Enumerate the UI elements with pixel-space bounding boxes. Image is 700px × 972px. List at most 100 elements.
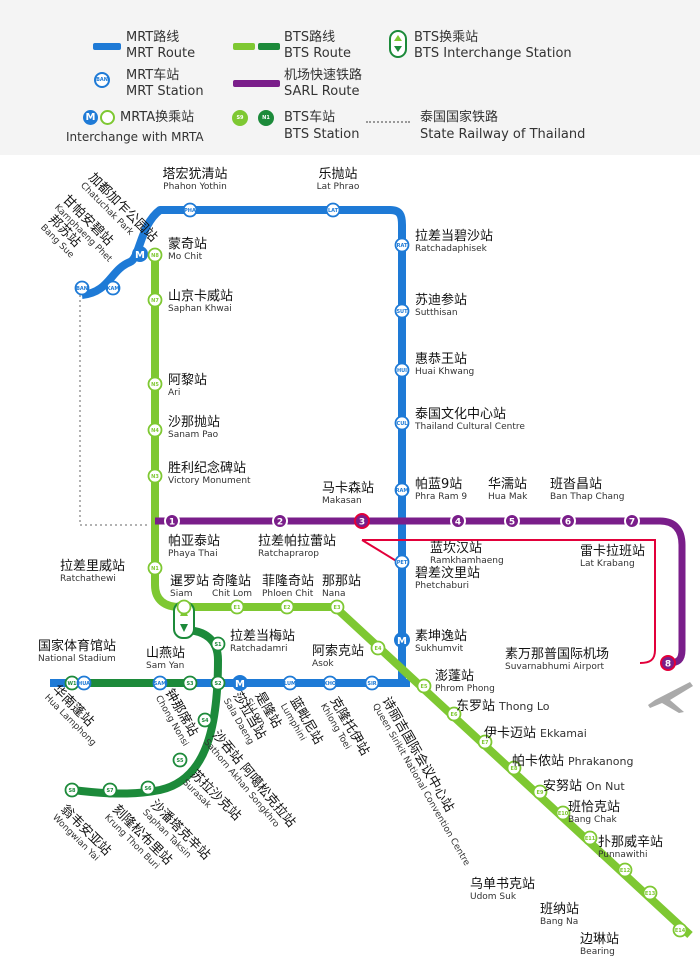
station-marker-phahon[interactable] [182,202,198,218]
legend-mrt-station-zh: MRT车站 [126,68,180,83]
station-code-ratchadamri: S1 [214,642,222,648]
station-marker-bearing[interactable] [672,922,688,938]
station-marker-sathorn[interactable] [197,712,213,728]
station-marker-ratchadaphisek[interactable] [394,237,410,253]
station-marker-huaikhwang[interactable] [394,362,410,378]
station-name-zh-sathorn: 沙吞站 阿噶松克拉站 [209,728,298,830]
station-code-lumphini: LUM [284,681,296,687]
station-code-victory: N3 [151,474,159,480]
station-marker-bangchak[interactable] [555,805,571,821]
station-marker-ari[interactable] [147,376,163,392]
station-marker-saphankhwai[interactable] [147,292,163,308]
station-name-en-bangchak: Bang Chak [568,815,617,825]
station-name-zh-bangchak: 班恰克站 [568,800,620,815]
station-code-culture: CUL [397,421,409,427]
station-name-en-sanampao: Sanam Pao [168,430,219,440]
station-marker-samyan[interactable] [152,675,168,691]
sarl-station-number-6: 6 [565,518,571,528]
station-marker-sanampao[interactable] [147,422,163,438]
sarl-station-1[interactable] [164,513,180,529]
sarl-station-number-5: 5 [509,518,515,528]
station-marker-phloenchit[interactable] [279,599,295,615]
sarl-station-8[interactable] [660,655,676,671]
station-marker-queensirikit[interactable] [364,675,380,691]
sarl-station-6[interactable] [560,513,576,529]
station-name-en-saphankhwai: Saphan Khwai [168,304,232,314]
station-name-en-ratchadaphisek: Ratchadaphisek [415,244,488,254]
station-marker-chongnonsi[interactable] [182,675,198,691]
station-marker-victory[interactable] [147,468,163,484]
station-marker-rama9[interactable] [394,482,410,498]
sarl-route-swatch [233,80,280,87]
station-marker-latphrao[interactable] [325,202,341,218]
station-code-ari: N5 [151,382,159,388]
station-marker-sutthisan[interactable] [394,303,410,319]
legend-mrt-route-zh: MRT路线 [126,30,180,45]
station-marker-phetchaburi[interactable] [394,554,410,570]
station-name-en-huaikhwang: Huai Khwang [415,367,474,377]
legend-srt-zh: 泰国国家铁路 [420,110,499,125]
station-code-bangchak: E10 [558,811,569,817]
station-marker-krungthonburi[interactable] [102,782,118,798]
sarl-station-2[interactable] [272,513,288,529]
sarl-station-number-7: 7 [629,518,635,528]
station-marker-culture[interactable] [394,415,410,431]
station-name-en-asok: Asok [312,659,334,669]
station-marker-onnut[interactable] [532,784,548,800]
transit-map: M M M PHALATKAMBANN8N7N5N4N3N2N1RATSUTHU… [38,167,693,957]
station-marker-nana[interactable] [329,599,345,615]
station-name-en-victory: Victory Monument [168,476,251,486]
sarl-station-7[interactable] [624,513,640,529]
station-code-wongwianyai: S8 [68,788,76,794]
station-marker-surasak[interactable] [172,752,188,768]
station-marker-phrakanong[interactable] [506,760,522,776]
station-marker-thonglo[interactable] [446,706,462,722]
station-marker-saphantaksin[interactable] [140,780,156,796]
station-code-latphrao: LAT [328,208,339,214]
sarl-station-4[interactable] [450,513,466,529]
station-code-phrakanong: E8 [511,766,518,772]
legend-bts-interchange-en: BTS Interchange Station [414,46,572,61]
legend-mrta-interchange-en: Interchange with MRTA [66,130,204,144]
station-name-en-culture: Thailand Cultural Centre [414,422,525,432]
station-marker-khlongtoei[interactable] [322,675,338,691]
station-marker-ekkamai[interactable] [477,734,493,750]
station-marker-chitlom[interactable] [229,599,245,615]
map-legend: MRT路线 MRT Route BTS路线 BTS Route BTS换乘站 B… [0,0,700,155]
station-marker-bangsue[interactable] [74,280,90,296]
station-marker-lumphini[interactable] [282,675,298,691]
station-code-sathorn: S4 [201,718,209,724]
station-marker-ratchathewi[interactable] [147,560,163,576]
station-marker-hualamphong[interactable] [76,675,92,691]
sarl-station-3[interactable] [354,513,370,529]
station-marker-asok[interactable] [370,640,386,656]
station-marker-kamphaeng[interactable] [105,280,121,296]
station-marker-punnawithi[interactable] [582,830,598,846]
station-marker-bangna[interactable] [642,885,658,901]
legend-srt-en: State Railway of Thailand [420,127,586,142]
station-marker-siam[interactable] [176,599,192,615]
station-code-chongnonsi: S3 [186,681,194,687]
station-marker-saladaeng[interactable] [210,675,226,691]
station-name-zh-udomsuk: 乌单书克站 [470,876,535,892]
station-name-en-thonglo: Thong Lo [498,700,550,713]
station-marker-wongwianyai[interactable] [64,782,80,798]
station-code-khlongtoei: KHO [324,681,336,687]
station-marker-phromphong[interactable] [416,678,432,694]
sarl-station-5[interactable] [504,513,520,529]
station-name-zh-banthapchang: 班沓昌站 [550,477,602,492]
station-name-en-banthapchang: Ban Thap Chang [550,492,624,502]
station-marker-udomsuk[interactable] [617,862,633,878]
station-marker-ratchadamri[interactable] [210,636,226,652]
station-name-zh-saphankhwai: 山京卡威站 [168,289,233,304]
station-marker-mochit[interactable] [147,247,163,263]
